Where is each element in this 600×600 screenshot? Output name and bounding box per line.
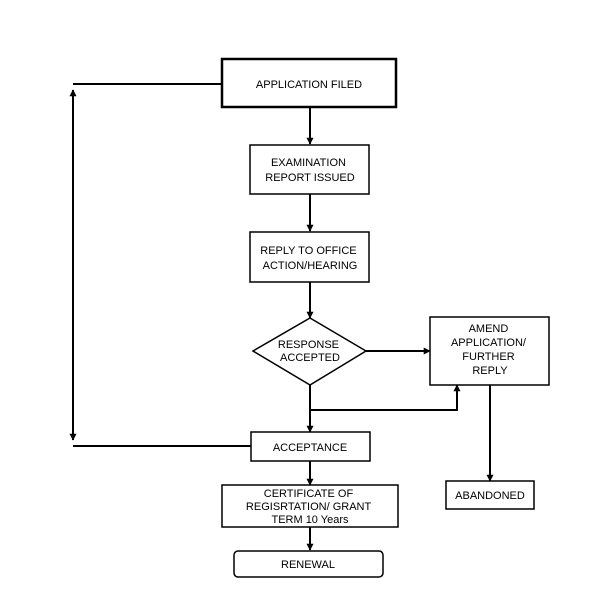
node-examination-report: EXAMINATION REPORT ISSUED <box>249 144 370 195</box>
node-amend-application: AMEND APPLICATION/ FURTHER REPLY <box>429 316 550 386</box>
node-acceptance-label: ACCEPTANCE <box>273 442 347 454</box>
node-abandoned: ABANDONED <box>445 480 535 510</box>
arrow-merge-to-amend <box>310 384 461 411</box>
node-certificate-registration-label: CERTIFICATE OF REGISRTATION/ GRANT TERM … <box>246 488 374 526</box>
node-examination-report-label: EXAMINATION REPORT ISSUED <box>265 157 355 184</box>
node-renewal: RENEWAL <box>233 550 384 578</box>
node-acceptance: ACCEPTANCE <box>250 431 371 462</box>
node-reply-office-action-label: REPLY TO OFFICE ACTION/HEARING <box>260 245 359 272</box>
node-response-accepted-label: RESPONSE ACCEPTED <box>278 339 342 364</box>
node-application-filed: APPLICATION FILED <box>220 57 398 109</box>
node-response-accepted-decision: RESPONSE ACCEPTED <box>251 317 368 386</box>
node-certificate-registration: CERTIFICATE OF REGISRTATION/ GRANT TERM … <box>221 484 399 528</box>
node-abandoned-label: ABANDONED <box>455 490 525 502</box>
node-reply-office-action: REPLY TO OFFICE ACTION/HEARING <box>249 231 370 283</box>
node-amend-application-label: AMEND APPLICATION/ FURTHER REPLY <box>451 323 529 377</box>
node-application-filed-label: APPLICATION FILED <box>256 79 362 91</box>
node-renewal-label: RENEWAL <box>281 559 335 571</box>
